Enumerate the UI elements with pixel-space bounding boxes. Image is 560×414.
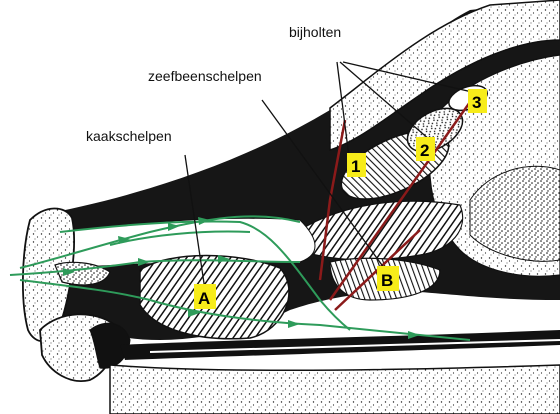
marker-3-text: 3: [472, 93, 481, 112]
marker-2-text: 2: [420, 141, 429, 160]
marker-A: A: [194, 284, 216, 309]
marker-A-text: A: [198, 289, 210, 308]
marker-1: 1: [347, 153, 366, 177]
marker-3: 3: [468, 89, 487, 113]
marker-B: B: [377, 266, 399, 291]
lower-jaw-skin: [110, 365, 560, 414]
marker-2: 2: [416, 137, 435, 161]
marker-B-text: B: [381, 271, 393, 290]
label-bijholten: bijholten: [289, 24, 341, 40]
label-zeefbeenschelpen: zeefbeenschelpen: [148, 68, 262, 84]
marker-1-text: 1: [351, 157, 360, 176]
label-kaakschelpen: kaakschelpen: [86, 128, 172, 144]
